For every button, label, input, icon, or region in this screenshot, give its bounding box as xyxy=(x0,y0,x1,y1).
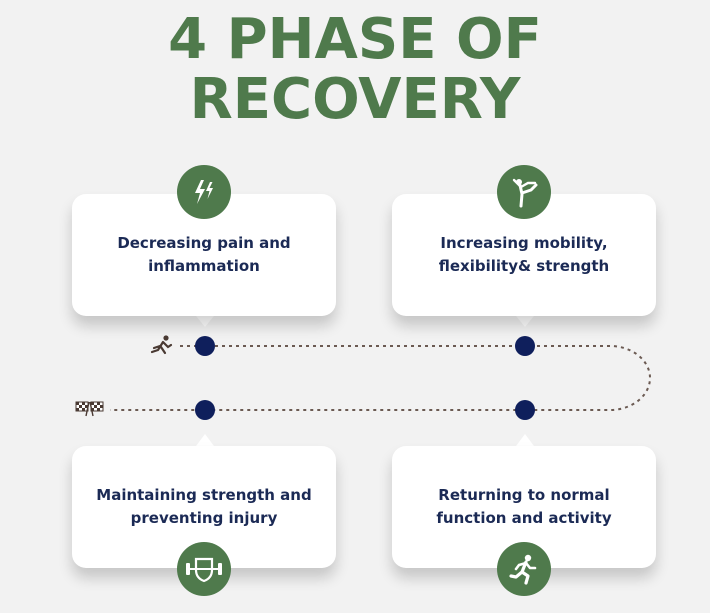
timeline-dotted-path xyxy=(110,345,651,411)
phase-1-text-line-2: inflammation xyxy=(148,257,260,275)
phase-1-text-line-1: Decreasing pain and xyxy=(117,234,291,252)
lightning-icon xyxy=(177,165,231,219)
phase-4-text-line-2: function and activity xyxy=(436,509,612,527)
phase-2-text-line-1: Increasing mobility, xyxy=(440,234,608,252)
phase-dot-1 xyxy=(195,336,215,356)
pointer-1 xyxy=(196,316,214,327)
page-title: 4 PHASE OF RECOVERY xyxy=(0,10,710,130)
pointer-2 xyxy=(516,316,534,327)
runner-start-icon xyxy=(150,335,173,355)
phase-dot-2 xyxy=(515,336,535,356)
title-line-1: 4 PHASE OF xyxy=(168,7,542,72)
phase-3-text-line-1: Maintaining strength and xyxy=(96,486,312,504)
yoga-pose-icon xyxy=(497,165,551,219)
title-line-2: RECOVERY xyxy=(189,67,521,132)
shield-weights-icon xyxy=(177,542,231,596)
phase-2-text-line-2: flexibility& strength xyxy=(438,257,610,275)
phase-4-text-line-1: Returning to normal xyxy=(438,486,610,504)
phase-card-3: Maintaining strength and preventing inju… xyxy=(72,446,336,568)
phase-dot-4 xyxy=(515,400,535,420)
running-person-icon xyxy=(497,542,551,596)
phase-3-text-line-2: preventing injury xyxy=(130,509,278,527)
pointer-3 xyxy=(196,434,214,446)
phase-dot-3 xyxy=(195,400,215,420)
checkered-flags-icon xyxy=(75,401,104,417)
pointer-4 xyxy=(516,434,534,446)
